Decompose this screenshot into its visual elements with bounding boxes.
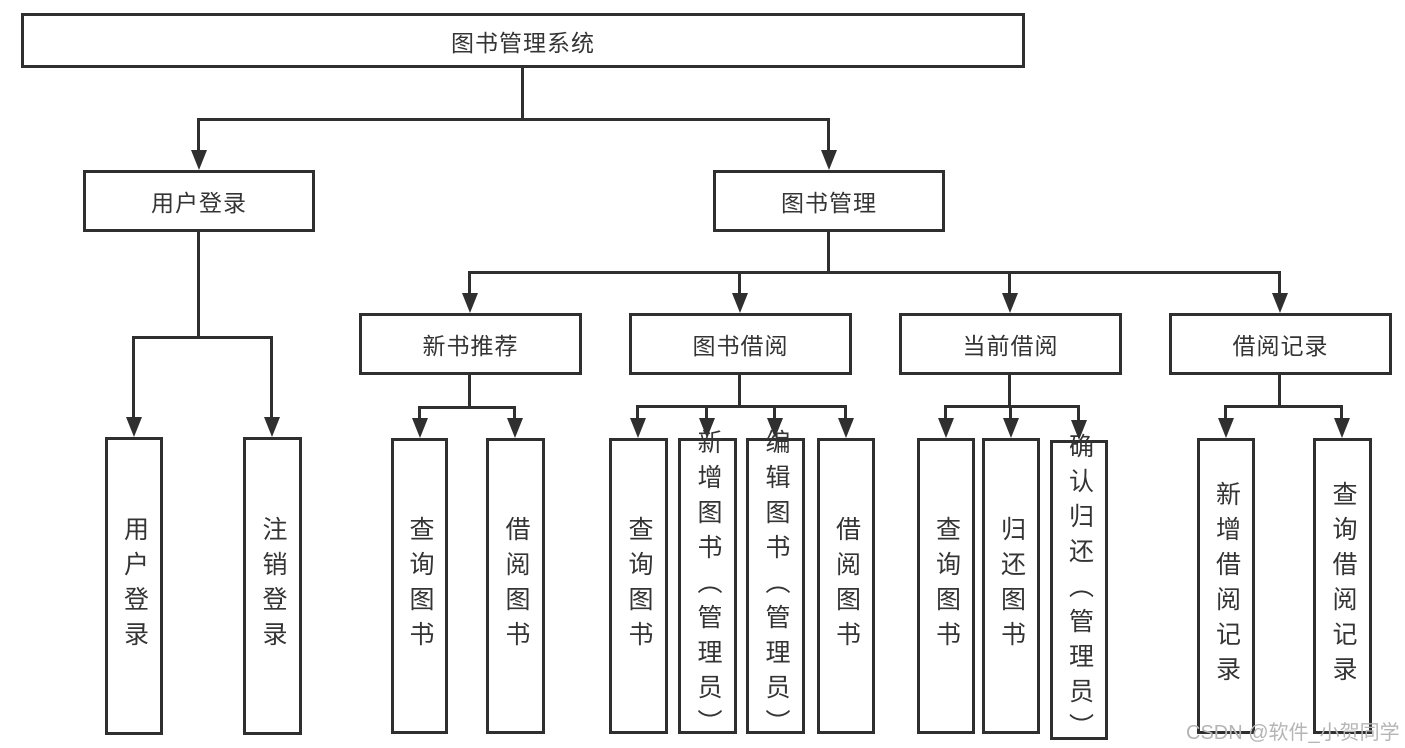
node-book-management: 图书管理 [713, 170, 945, 232]
connector-to-return-books [1009, 405, 1012, 422]
arrowhead-borrow-records [1272, 293, 1288, 313]
leaf-borrow-books-1: 借阅图书 [486, 438, 545, 734]
connector-to-query-books-2 [636, 405, 639, 422]
connector-to-add-books [705, 405, 708, 422]
connector-current-borrow-stem [1008, 375, 1011, 408]
arrowhead-logout-leaf [264, 417, 280, 437]
arrowhead-query-books-3 [938, 418, 954, 438]
arrowhead-book-management [821, 150, 837, 170]
arrowhead-confirm-return [1071, 420, 1087, 440]
arrowhead-query-books-1 [412, 418, 428, 438]
node-current-borrowing-label: 当前借阅 [962, 333, 1059, 359]
node-library-system: 图书管理系统 [21, 13, 1025, 68]
connector-borrow-records-stem [1278, 375, 1281, 408]
arrowhead-book-borrow [732, 293, 748, 313]
leaf-return-books: 归还图书 [982, 438, 1040, 734]
connector-root-to-book-management [827, 118, 830, 154]
connector-to-borrow-books-2 [844, 405, 847, 422]
node-current-borrowing: 当前借阅 [899, 313, 1122, 375]
arrowhead-borrow-books-2 [838, 418, 854, 438]
connector-to-query-books-3 [944, 405, 947, 422]
leaf-add-books-admin: 新增图书（管理员） [678, 429, 737, 744]
leaf-return-books-label: 归还图书 [997, 516, 1026, 656]
connector-to-logout-leaf [270, 336, 273, 420]
leaf-add-borrow-record-label: 新增借阅记录 [1212, 481, 1241, 691]
connector-to-query-books-1 [418, 406, 421, 422]
leaf-edit-books-admin-label: 编辑图书（管理员） [762, 428, 790, 744]
connector-to-borrow-books-1 [513, 406, 516, 422]
leaf-logout: 注销登录 [243, 437, 302, 735]
connector-to-book-borrow [738, 271, 741, 297]
connector-new-book-rail [419, 406, 516, 409]
connector-new-book-stem [468, 375, 471, 409]
connector-book-management-rail [468, 271, 1281, 274]
leaf-query-borrow-record-label: 查询借阅记录 [1329, 481, 1357, 691]
arrowhead-add-record [1218, 418, 1234, 438]
connector-current-borrow-rail [945, 405, 1080, 408]
leaf-confirm-return-admin: 确认归还（管理员） [1050, 433, 1108, 748]
arrowhead-query-record [1334, 418, 1350, 438]
leaf-borrow-books-1-label: 借阅图书 [502, 516, 530, 656]
connector-book-management-stem [827, 232, 830, 274]
node-user-login: 用户登录 [83, 170, 315, 232]
node-book-borrowing-label: 图书借阅 [692, 333, 789, 359]
connector-to-new-book [468, 271, 471, 297]
leaf-query-books-3-label: 查询图书 [932, 516, 961, 656]
arrowhead-edit-books [767, 418, 783, 438]
node-user-login-label: 用户登录 [151, 190, 247, 216]
node-borrowing-records-label: 借阅记录 [1232, 333, 1329, 359]
leaf-user-login: 用户登录 [105, 437, 163, 735]
node-library-system-label: 图书管理系统 [451, 29, 595, 56]
leaf-add-borrow-record: 新增借阅记录 [1197, 438, 1255, 734]
connector-user-login-rail [133, 336, 273, 339]
connector-to-confirm-return [1077, 405, 1080, 424]
arrowhead-new-book [462, 293, 478, 313]
arrowhead-user-login [191, 150, 207, 170]
leaf-logout-label: 注销登录 [259, 516, 287, 656]
connector-root-rail [198, 118, 830, 121]
leaf-query-books-3: 查询图书 [917, 438, 975, 734]
connector-to-add-record [1224, 405, 1227, 422]
leaf-add-books-admin-label: 新增图书（管理员） [694, 428, 722, 744]
connector-to-borrow-records [1278, 271, 1281, 297]
leaf-query-books-1: 查询图书 [391, 438, 448, 734]
arrowhead-add-books [699, 418, 715, 438]
arrowhead-login-leaf [126, 417, 142, 437]
node-book-borrowing: 图书借阅 [629, 313, 852, 375]
leaf-query-books-2: 查询图书 [609, 438, 668, 734]
connector-book-borrow-rail [637, 405, 847, 408]
csdn-watermark: CSDN @软件_小贺同学 [1186, 722, 1400, 744]
leaf-query-books-1-label: 查询图书 [406, 516, 434, 656]
arrowhead-borrow-books-1 [507, 418, 523, 438]
connector-user-login-stem [197, 232, 200, 339]
arrowhead-return-books [1003, 418, 1019, 438]
connector-to-edit-books [773, 405, 776, 422]
connector-to-current-borrow [1008, 271, 1011, 297]
leaf-user-login-label: 用户登录 [120, 516, 149, 656]
connector-to-query-record [1340, 405, 1343, 422]
connector-borrow-records-rail [1225, 405, 1343, 408]
leaf-confirm-return-admin-label: 确认归还（管理员） [1065, 432, 1094, 748]
connector-root-to-user-login [197, 118, 200, 154]
leaf-borrow-books-2-label: 借阅图书 [832, 516, 861, 656]
connector-to-login-leaf [132, 336, 135, 420]
leaf-edit-books-admin: 编辑图书（管理员） [746, 429, 805, 744]
leaf-borrow-books-2: 借阅图书 [817, 438, 875, 734]
arrowhead-current-borrow [1002, 293, 1018, 313]
connector-root-stem [521, 68, 524, 121]
connector-book-borrow-stem [738, 375, 741, 408]
leaf-query-borrow-record: 查询借阅记录 [1313, 438, 1372, 734]
node-new-book-recommend: 新书推荐 [359, 313, 582, 375]
node-book-management-label: 图书管理 [781, 190, 877, 216]
leaf-query-books-2-label: 查询图书 [625, 516, 653, 656]
arrowhead-query-books-2 [630, 418, 646, 438]
node-new-book-recommend-label: 新书推荐 [422, 333, 519, 359]
node-borrowing-records: 借阅记录 [1169, 313, 1392, 375]
